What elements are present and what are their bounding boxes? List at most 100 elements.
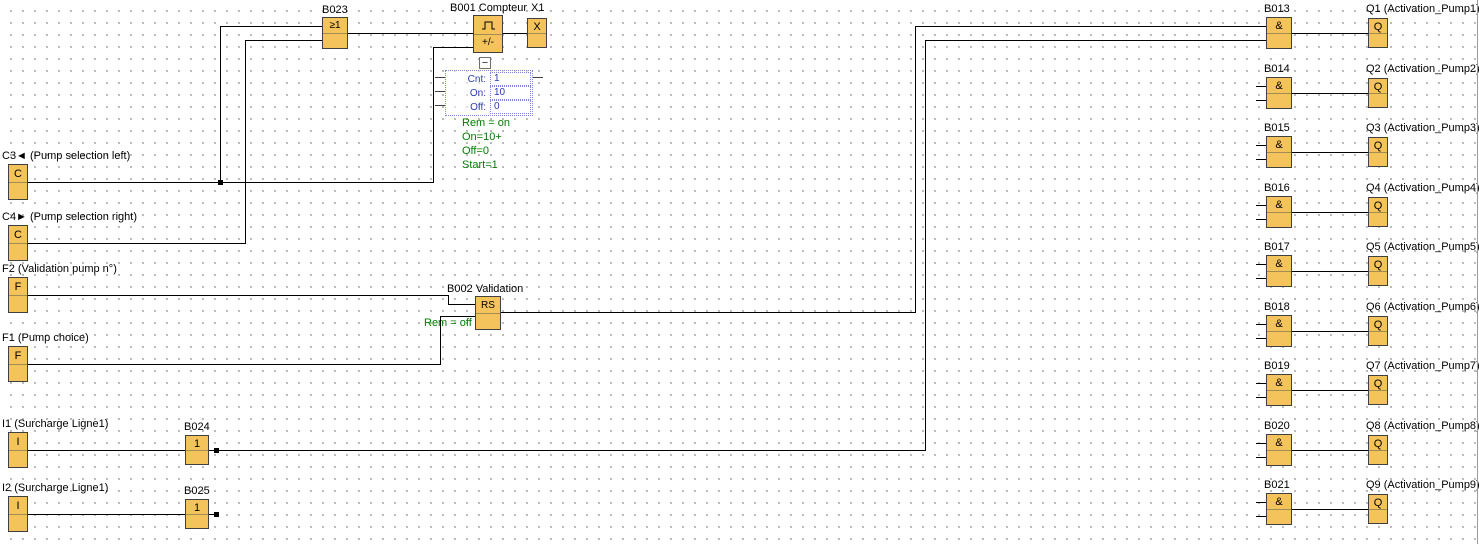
wire-to-b023-in1[interactable] xyxy=(220,26,322,27)
output-label-q7: Q7 (Activation_Pump7) xyxy=(1366,360,1479,372)
input-pin-stub xyxy=(1256,145,1266,146)
block-label-b002: B002 Validation xyxy=(447,283,524,295)
and-symbol: & xyxy=(1275,318,1283,330)
and-gate-b020[interactable]: & xyxy=(1266,434,1292,466)
wire-b021-to-q9[interactable] xyxy=(1292,509,1368,510)
or-gate-b023[interactable]: ≥1 xyxy=(322,17,348,49)
not-gate-b025[interactable]: 1 xyxy=(185,499,209,529)
counter-note-on: On=10+ xyxy=(462,131,502,143)
param-row-off: Off: 0 xyxy=(446,100,532,114)
wire-f1-to-rs-r[interactable] xyxy=(440,316,475,317)
wire-pin-marker xyxy=(214,448,219,453)
wire-b024-out[interactable] xyxy=(209,450,926,451)
wire-f2-out[interactable] xyxy=(28,295,449,296)
input-block-f2[interactable]: F xyxy=(8,277,28,313)
output-block-q6[interactable]: Q xyxy=(1368,316,1388,346)
block-label-b015: B015 xyxy=(1264,122,1290,134)
counter-note-off: Off=0 xyxy=(462,145,490,157)
wire-c4-up[interactable] xyxy=(245,40,246,244)
wire-pin-marker xyxy=(214,512,219,517)
and-gate-b019[interactable]: & xyxy=(1266,374,1292,406)
output-block-q3[interactable]: Q xyxy=(1368,137,1388,167)
wire-b016-to-q4[interactable] xyxy=(1292,212,1368,213)
output-block-q8[interactable]: Q xyxy=(1368,435,1388,465)
not-gate-b024[interactable]: 1 xyxy=(185,435,209,465)
output-block-q7[interactable]: Q xyxy=(1368,375,1388,405)
input-label-f1: F1 (Pump choice) xyxy=(2,332,89,344)
param-name-cnt: Cnt: xyxy=(467,73,486,85)
output-block-q9[interactable]: Q xyxy=(1368,494,1388,524)
output-block-q1[interactable]: Q xyxy=(1368,18,1388,48)
input-symbol-f1: F xyxy=(14,350,22,362)
and-gate-b015[interactable]: & xyxy=(1266,136,1292,168)
output-block-q2[interactable]: Q xyxy=(1368,78,1388,108)
input-block-i1[interactable]: I xyxy=(8,432,28,468)
input-pin-stub xyxy=(1256,502,1266,503)
and-gate-b017[interactable]: & xyxy=(1266,255,1292,287)
wire-b024-up[interactable] xyxy=(925,40,926,451)
and-gate-b016[interactable]: & xyxy=(1266,196,1292,228)
collapse-parameters-button[interactable]: − xyxy=(479,57,491,69)
and-gate-b018[interactable]: & xyxy=(1266,315,1292,347)
rs-note-rem: Rem = off xyxy=(424,317,472,329)
input-block-c4[interactable]: C xyxy=(8,225,28,261)
input-symbol-i1: I xyxy=(16,436,20,448)
wire-c3-to-dir-up[interactable] xyxy=(433,47,434,183)
and-gate-b021[interactable]: & xyxy=(1266,493,1292,525)
output-block-q4[interactable]: Q xyxy=(1368,197,1388,227)
wire-b017-to-q5[interactable] xyxy=(1292,271,1368,272)
param-pin xyxy=(435,91,445,92)
wire-i2-to-b025[interactable] xyxy=(28,514,185,515)
wire-b015-to-q3[interactable] xyxy=(1292,152,1368,153)
wire-rs-up[interactable] xyxy=(915,26,916,313)
input-block-c3[interactable]: C xyxy=(8,164,28,200)
wire-f1-up[interactable] xyxy=(440,316,441,365)
and-gate-b013[interactable]: & xyxy=(1266,17,1292,49)
wire-c3-to-dir[interactable] xyxy=(433,47,473,48)
output-label-q2: Q2 (Activation_Pump2) xyxy=(1366,63,1479,75)
q-symbol: Q xyxy=(1373,259,1383,271)
and-gate-b014[interactable]: & xyxy=(1266,77,1292,109)
wire-c4-out[interactable] xyxy=(28,243,246,244)
wire-f2-to-rs-s[interactable] xyxy=(448,304,475,305)
output-block-q5[interactable]: Q xyxy=(1368,256,1388,286)
counter-note-start: Start=1 xyxy=(462,159,498,171)
block-label-b019: B019 xyxy=(1264,360,1290,372)
wire-counter-to-x1[interactable] xyxy=(503,33,527,34)
wire-b019-to-q7[interactable] xyxy=(1292,390,1368,391)
block-label-b021: B021 xyxy=(1264,479,1290,491)
wire-f2-jog[interactable] xyxy=(448,295,449,305)
wire-b023-to-counter[interactable] xyxy=(348,33,473,34)
wire-f1-out[interactable] xyxy=(28,364,441,365)
wire-b013-to-q1[interactable] xyxy=(1292,33,1368,34)
wire-to-b023-in2[interactable] xyxy=(245,40,322,41)
wire-c3-out[interactable] xyxy=(28,182,433,183)
output-label-q3: Q3 (Activation_Pump3) xyxy=(1366,122,1479,134)
input-pin-stub xyxy=(1256,205,1266,206)
wire-b014-to-q2[interactable] xyxy=(1292,93,1368,94)
param-pin xyxy=(435,105,445,106)
input-label-c4: C4► (Pump selection right) xyxy=(2,211,137,223)
param-value-cnt[interactable]: 1 xyxy=(490,72,531,86)
input-label-i1: I1 (Surcharge Ligne1) xyxy=(2,418,109,430)
param-value-on[interactable]: 10 xyxy=(490,86,531,100)
wire-i1-to-b024[interactable] xyxy=(28,450,185,451)
input-block-i2[interactable]: I xyxy=(8,496,28,532)
wire-rs-out[interactable] xyxy=(501,312,916,313)
rs-latch-b002[interactable]: RS xyxy=(475,296,501,330)
input-block-f1[interactable]: F xyxy=(8,346,28,382)
wire-b018-to-q6[interactable] xyxy=(1292,331,1368,332)
param-value-off[interactable]: 0 xyxy=(490,100,531,114)
counter-block-b001[interactable]: +/- xyxy=(473,15,503,53)
wire-rs-to-b013-in1[interactable] xyxy=(915,26,1266,27)
input-pin-stub xyxy=(1256,443,1266,444)
wire-c3-branch-up[interactable] xyxy=(220,26,221,183)
output-label-q8: Q8 (Activation_Pump8) xyxy=(1366,420,1479,432)
param-pin xyxy=(533,77,543,78)
wire-b020-to-q8[interactable] xyxy=(1292,450,1368,451)
wire-b024-to-b013-in2[interactable] xyxy=(925,40,1266,41)
counter-updown-symbol: +/- xyxy=(482,37,494,48)
connector-block-x1[interactable]: X xyxy=(527,18,547,48)
input-symbol-c4: C xyxy=(14,229,22,241)
